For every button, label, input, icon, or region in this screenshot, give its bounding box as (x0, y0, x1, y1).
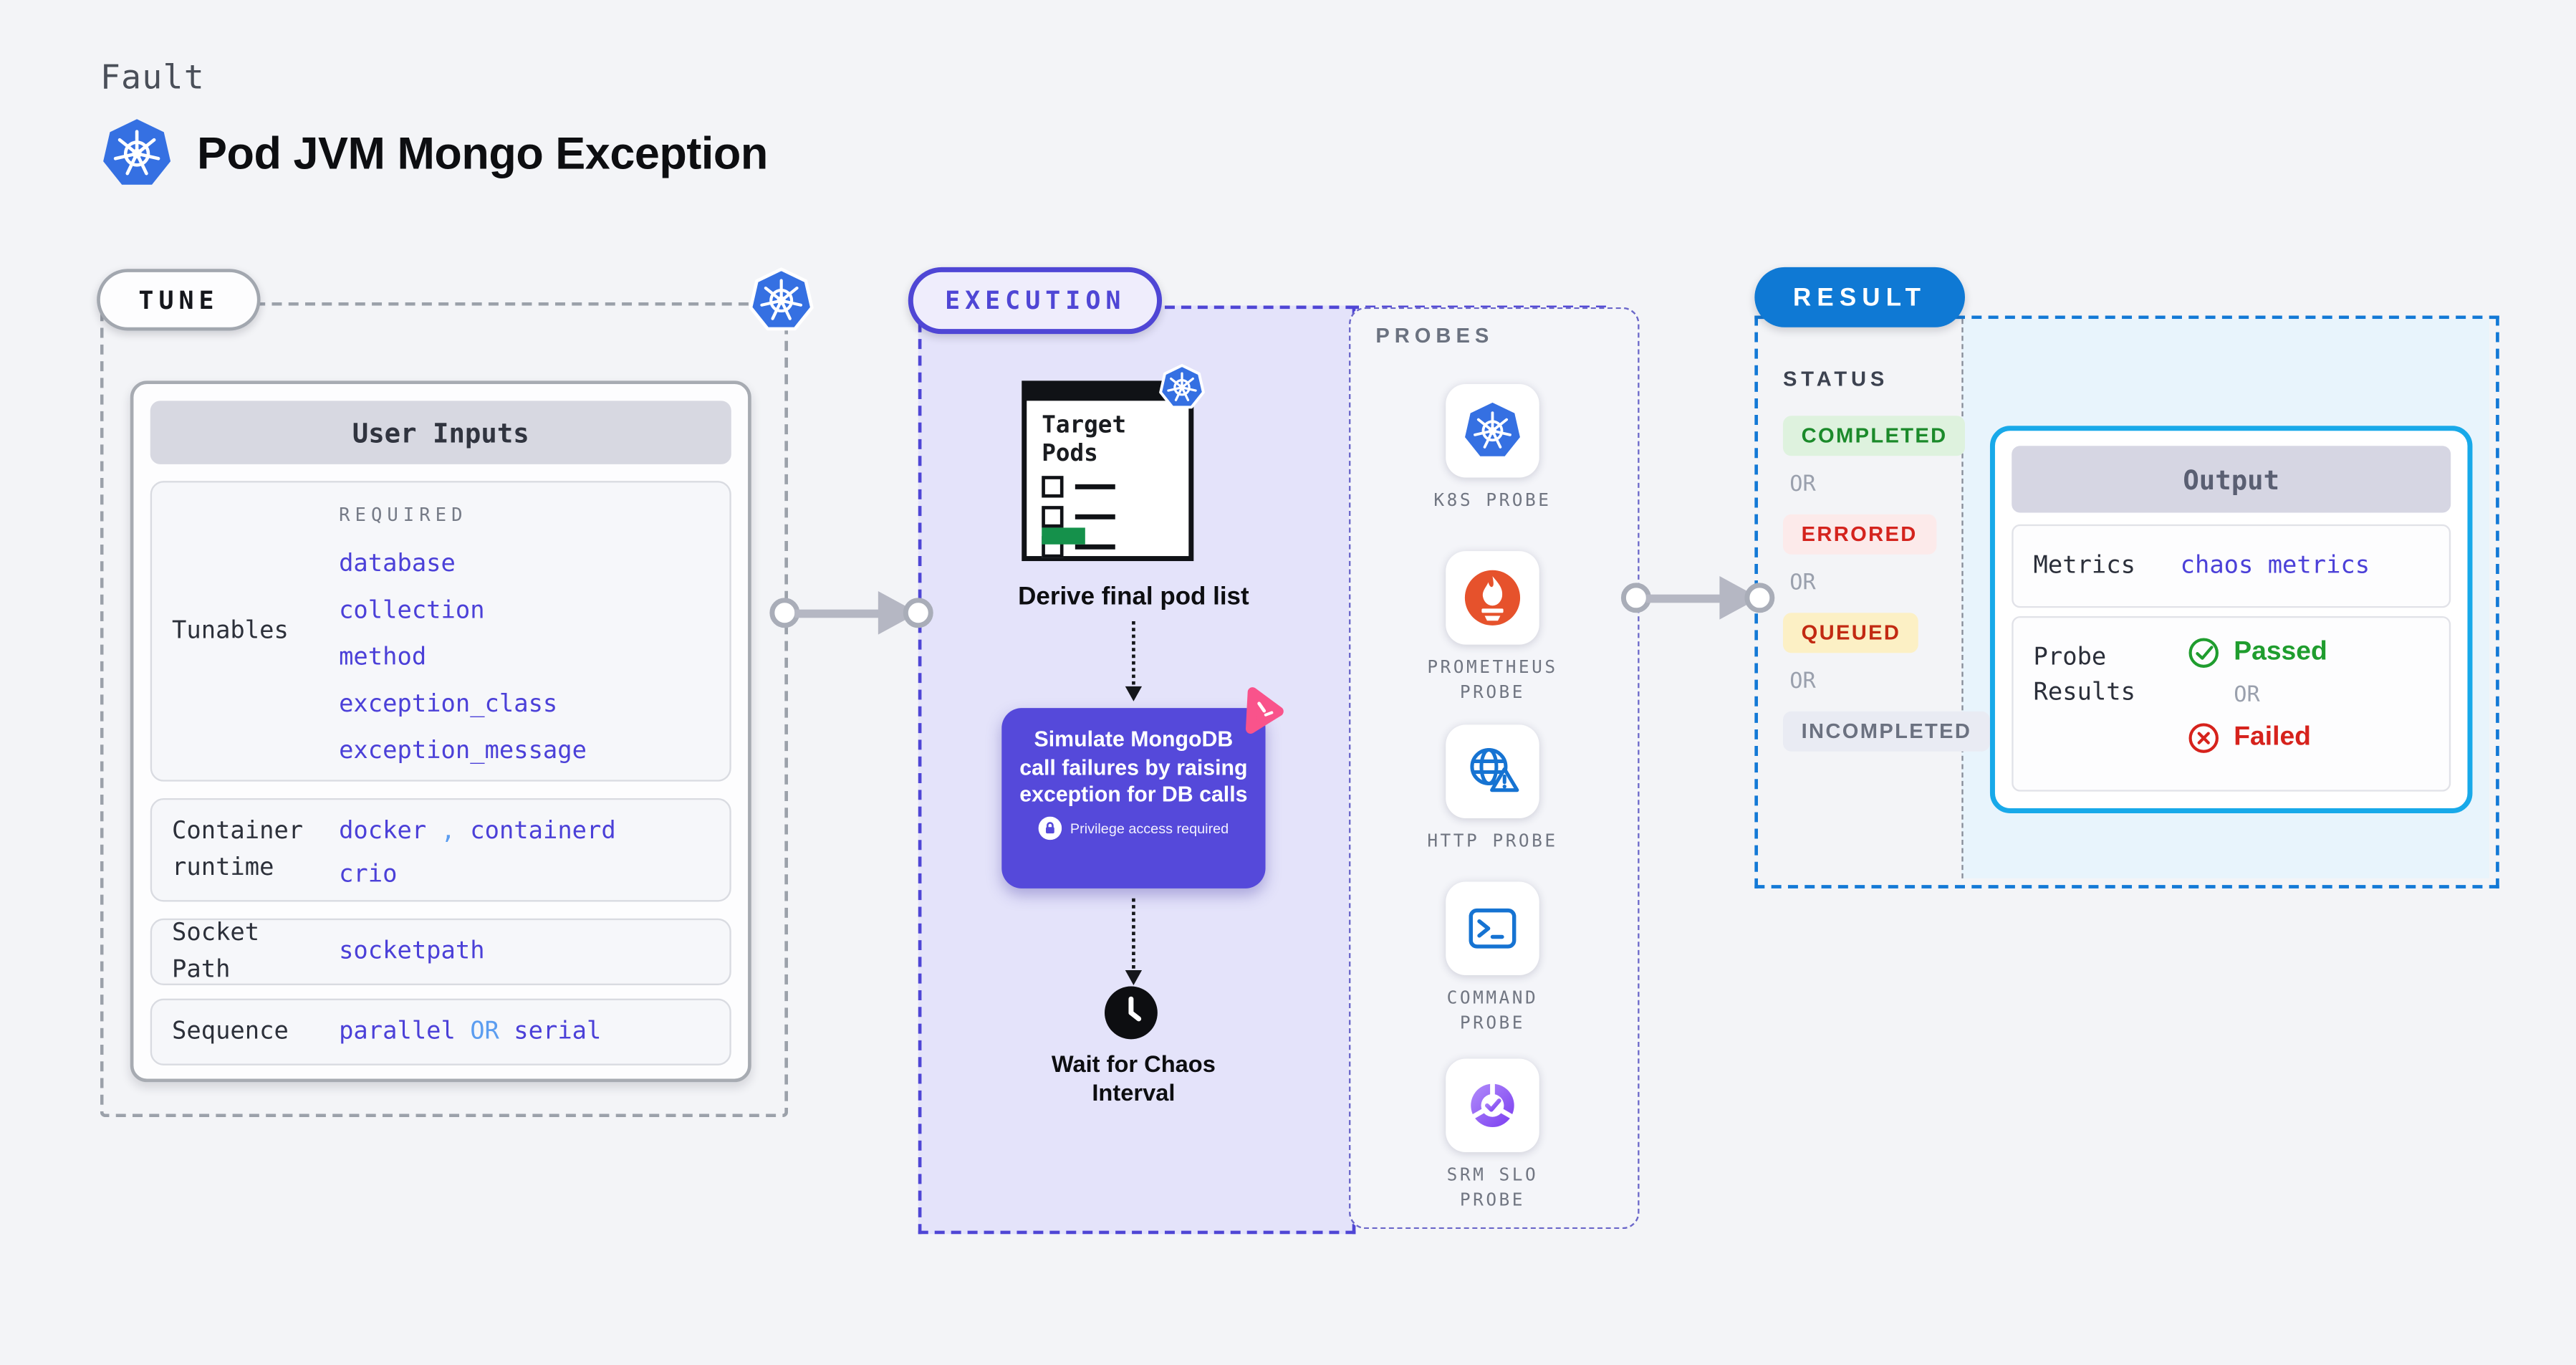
passed-label: Passed (2234, 638, 2327, 666)
privilege-label: Privilege access required (1070, 819, 1229, 836)
runtime-value: docker (339, 818, 427, 846)
output-header: Output (2012, 446, 2451, 513)
kubernetes-icon (1158, 364, 1205, 411)
checkbox-icon (1042, 506, 1064, 528)
user-inputs-card: User Inputs Tunables REQUIRED database c… (130, 380, 751, 1083)
probe-item-k8s: K8S PROBE (1405, 384, 1579, 514)
socket-path-row: Socket Path socketpath (150, 918, 731, 985)
document-titlebar (1024, 384, 1191, 401)
dotted-connector (1132, 898, 1135, 969)
page-header: Pod JVM Mongo Exception (100, 117, 768, 191)
output-card: Output Metrics chaos metrics Probe Resul… (1989, 426, 2473, 813)
status-badge-completed: COMPLETED (1782, 416, 1966, 456)
sequence-value: parallel (339, 1018, 456, 1045)
status-badge-errored: ERRORED (1782, 514, 1936, 555)
tunable-item: database (339, 551, 456, 578)
container-runtime-label: Container runtime (172, 818, 304, 882)
or-separator: OR (1789, 669, 1816, 695)
globe-alert-icon (1446, 724, 1539, 818)
checkbox-icon (1042, 476, 1064, 498)
metrics-row: Metrics chaos metrics (2012, 524, 2451, 608)
kubernetes-icon (100, 117, 174, 191)
tunables-label: Tunables (172, 618, 289, 645)
clock-icon (1103, 985, 1158, 1040)
target-pods-illustration: Target Pods (1022, 380, 1194, 562)
probe-item-command: COMMAND PROBE (1405, 881, 1579, 1038)
probe-label: SRM SLO PROBE (1446, 1165, 1539, 1211)
container-runtime-row: Container runtime docker , containerd cr… (150, 798, 731, 902)
sequence-row: Sequence parallel OR serial (150, 998, 731, 1065)
runtime-value: containerd (470, 818, 616, 846)
tunable-item: exception_class (339, 691, 558, 719)
terminal-icon (1446, 881, 1539, 976)
probe-label: HTTP PROBE (1427, 831, 1558, 852)
simulate-step-text: Simulate MongoDB call failures by raisin… (1019, 726, 1248, 807)
probe-label: PROMETHEUS PROBE (1427, 658, 1558, 704)
tunable-item: collection (339, 598, 485, 625)
tunables-row: Tunables REQUIRED database collection me… (150, 481, 731, 782)
probe-item-http: HTTP PROBE (1405, 724, 1579, 855)
runtime-separator: , (441, 818, 456, 846)
probe-label: K8S PROBE (1433, 491, 1552, 512)
status-column: STATUS COMPLETED OR ERRORED OR QUEUED OR… (1782, 367, 1990, 752)
tune-panel (100, 302, 788, 1118)
probe-results-row: Probe Results Passed OR (2012, 616, 2451, 792)
sequence-label: Sequence (172, 1018, 289, 1045)
slo-donut-icon (1446, 1058, 1539, 1153)
required-label: REQUIRED (339, 504, 468, 527)
status-badge-queued: QUEUED (1782, 613, 1919, 653)
flow-arrow (1620, 566, 1788, 630)
probe-item-srm-slo: SRM SLO PROBE (1405, 1058, 1579, 1215)
check-circle-icon (2187, 636, 2221, 670)
tunable-item: exception_message (339, 738, 587, 765)
metrics-label: Metrics (2033, 552, 2135, 580)
sequence-or: OR (470, 1018, 499, 1045)
result-pill: RESULT (1754, 267, 1965, 327)
execution-pill: EXECUTION (908, 267, 1163, 335)
green-bar (1042, 527, 1085, 545)
probes-title: PROBES (1375, 324, 1494, 348)
pod-checklist (1042, 476, 1115, 558)
tune-pill: TUNE (97, 269, 261, 331)
probe-label: COMMAND PROBE (1446, 988, 1539, 1034)
kubernetes-icon (748, 267, 814, 334)
or-separator: OR (1789, 571, 1816, 596)
tunable-item: method (339, 644, 427, 671)
page-title: Pod JVM Mongo Exception (196, 128, 768, 178)
probe-results-label: Probe Results (2033, 644, 2135, 707)
status-badge-incompleted: INCOMPLETED (1782, 711, 1990, 752)
fault-kicker: Fault (100, 57, 205, 97)
wait-chaos-label: Wait for Chaos Interval (1051, 1050, 1216, 1106)
user-inputs-header: User Inputs (150, 401, 731, 464)
chaos-pinwheel-icon (1235, 684, 1288, 737)
simulate-step-box: Simulate MongoDB call failures by raisin… (1001, 708, 1266, 889)
status-title: STATUS (1782, 367, 1889, 391)
arrowhead-icon (1125, 970, 1143, 985)
derive-pod-list-label: Derive final pod list (1018, 583, 1249, 611)
flow-arrow (769, 581, 946, 645)
or-separator: OR (2234, 683, 2260, 709)
failed-label: Failed (2234, 723, 2311, 752)
dotted-connector (1132, 621, 1135, 685)
arrowhead-icon (1125, 686, 1143, 701)
sequence-value: serial (514, 1018, 602, 1045)
socket-path-value: socketpath (339, 938, 485, 966)
x-circle-icon (2187, 722, 2221, 755)
target-pods-title: Target Pods (1042, 412, 1127, 468)
or-separator: OR (1789, 472, 1816, 498)
kubernetes-icon (1446, 384, 1539, 478)
probe-item-prometheus: PROMETHEUS PROBE (1405, 551, 1579, 707)
metrics-value: chaos metrics (2180, 552, 2370, 580)
socket-path-label: Socket Path (172, 920, 260, 984)
lock-icon (1038, 815, 1062, 840)
prometheus-icon (1446, 551, 1539, 645)
runtime-value: crio (339, 861, 398, 889)
